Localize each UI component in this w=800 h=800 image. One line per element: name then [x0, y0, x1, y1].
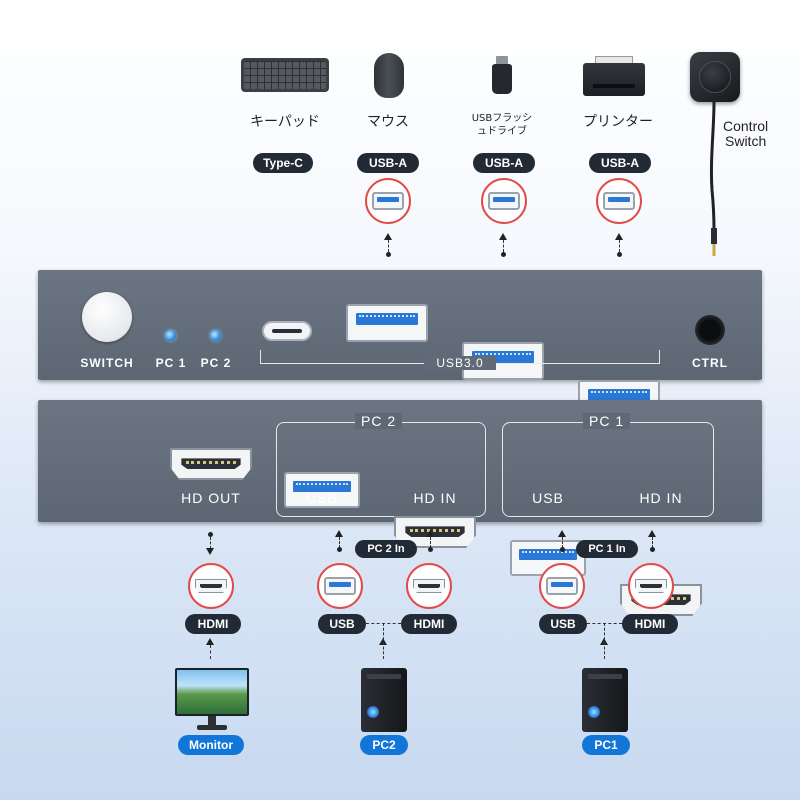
- mouse-label: マウス: [367, 114, 409, 130]
- pc2-usb-label: USB: [306, 490, 338, 506]
- pc2-led: [210, 330, 221, 341]
- arrow-down-icon: [206, 548, 214, 555]
- kvm-front-panel: SWITCH PC 1 PC 2 USB3.0 CTRL: [38, 270, 762, 418]
- printer-icon: [583, 56, 645, 96]
- switch-button[interactable]: [82, 292, 132, 342]
- hdmi-badge-pc2: HDMI: [401, 614, 457, 634]
- pc2-usb-port[interactable]: [284, 472, 360, 508]
- dot-icon: [208, 532, 213, 537]
- pc-tower-icon: [361, 668, 407, 732]
- usb-a-badge-flash: USB-A: [473, 153, 535, 173]
- pc1-led-label: PC 1: [155, 356, 187, 370]
- usb3-label: USB3.0: [424, 356, 496, 370]
- control-switch-label-line2: Switch: [725, 133, 767, 149]
- arrow-up-icon: [499, 233, 507, 240]
- pc2-badge: PC2: [360, 735, 408, 755]
- control-cable: [709, 101, 717, 256]
- pc1-badge: PC1: [582, 735, 630, 755]
- pc2-in-badge: PC 2 In: [355, 540, 417, 558]
- type-c-badge: Type-C: [253, 153, 313, 173]
- arrow-up-icon: [335, 530, 343, 537]
- usb-c-port[interactable]: [262, 321, 312, 341]
- hd-out-label: HD OUT: [181, 490, 241, 506]
- control-switch-icon: [690, 52, 740, 102]
- arrow-up-icon: [426, 530, 434, 537]
- pc1-group-title: PC 1: [583, 413, 631, 429]
- hdmi-callout-pc1: [628, 563, 674, 609]
- printer-label: プリンター: [583, 114, 653, 130]
- hdmi-badge-pc1: HDMI: [622, 614, 678, 634]
- arrow-up-icon: [648, 530, 656, 537]
- pc2-led-label: PC 2: [200, 356, 232, 370]
- pc1-led: [165, 330, 176, 341]
- usb-a-port-callout-printer: [596, 178, 642, 224]
- flash-drive-label-line1: USBフラッシ: [471, 113, 533, 124]
- keyboard-icon: [241, 58, 329, 92]
- dot-icon: [337, 547, 342, 552]
- control-switch-label-line1: Control: [723, 118, 769, 134]
- usb-a-port-1[interactable]: [346, 304, 428, 342]
- pc1-usb-label: USB: [532, 490, 564, 506]
- pc2-group-title: PC 2: [355, 413, 403, 429]
- dot-icon: [386, 252, 391, 257]
- pc-tower-icon: [582, 668, 628, 732]
- flash-drive-label-line2: ュドライブ: [477, 126, 527, 137]
- arrow-up-icon: [615, 233, 623, 240]
- hdmi-badge-monitor: HDMI: [185, 614, 241, 634]
- usb-a-badge-mouse: USB-A: [357, 153, 419, 173]
- usb-callout-pc1: [539, 563, 585, 609]
- ctrl-jack[interactable]: [695, 315, 725, 345]
- hdmi-callout-pc2: [406, 563, 452, 609]
- usb-a-badge-printer: USB-A: [589, 153, 651, 173]
- usb-callout-pc2: [317, 563, 363, 609]
- mouse-icon: [374, 53, 404, 98]
- pc2-hdmi-in-port[interactable]: [394, 516, 476, 548]
- monitor-badge: Monitor: [178, 735, 244, 755]
- kvm-back-panel: HD OUT PC 2 USB HD IN PC 1 USB HD IN: [38, 400, 762, 616]
- arrow-up-icon: [558, 530, 566, 537]
- usb-badge-pc2: USB: [318, 614, 366, 634]
- pc1-in-badge: PC 1 In: [576, 540, 638, 558]
- arrow-up-icon: [206, 638, 214, 645]
- dot-icon: [428, 547, 433, 552]
- hdmi-callout-monitor: [188, 563, 234, 609]
- usb-flash-drive-icon: [492, 56, 512, 94]
- hdmi-out-port[interactable]: [170, 448, 252, 480]
- usb-badge-pc1: USB: [539, 614, 587, 634]
- arrow-up-icon: [384, 233, 392, 240]
- pc2-hd-in-label: HD IN: [413, 490, 457, 506]
- dot-icon: [501, 252, 506, 257]
- usb-a-port-callout-flash: [481, 178, 527, 224]
- dot-icon: [650, 547, 655, 552]
- monitor-icon: [175, 668, 249, 732]
- pc1-hd-in-label: HD IN: [639, 490, 683, 506]
- dot-icon: [560, 547, 565, 552]
- switch-label: SWITCH: [80, 356, 134, 370]
- usb-a-port-callout-mouse: [365, 178, 411, 224]
- keyboard-label: キーパッド: [250, 114, 320, 130]
- ctrl-label: CTRL: [692, 356, 728, 370]
- dot-icon: [617, 252, 622, 257]
